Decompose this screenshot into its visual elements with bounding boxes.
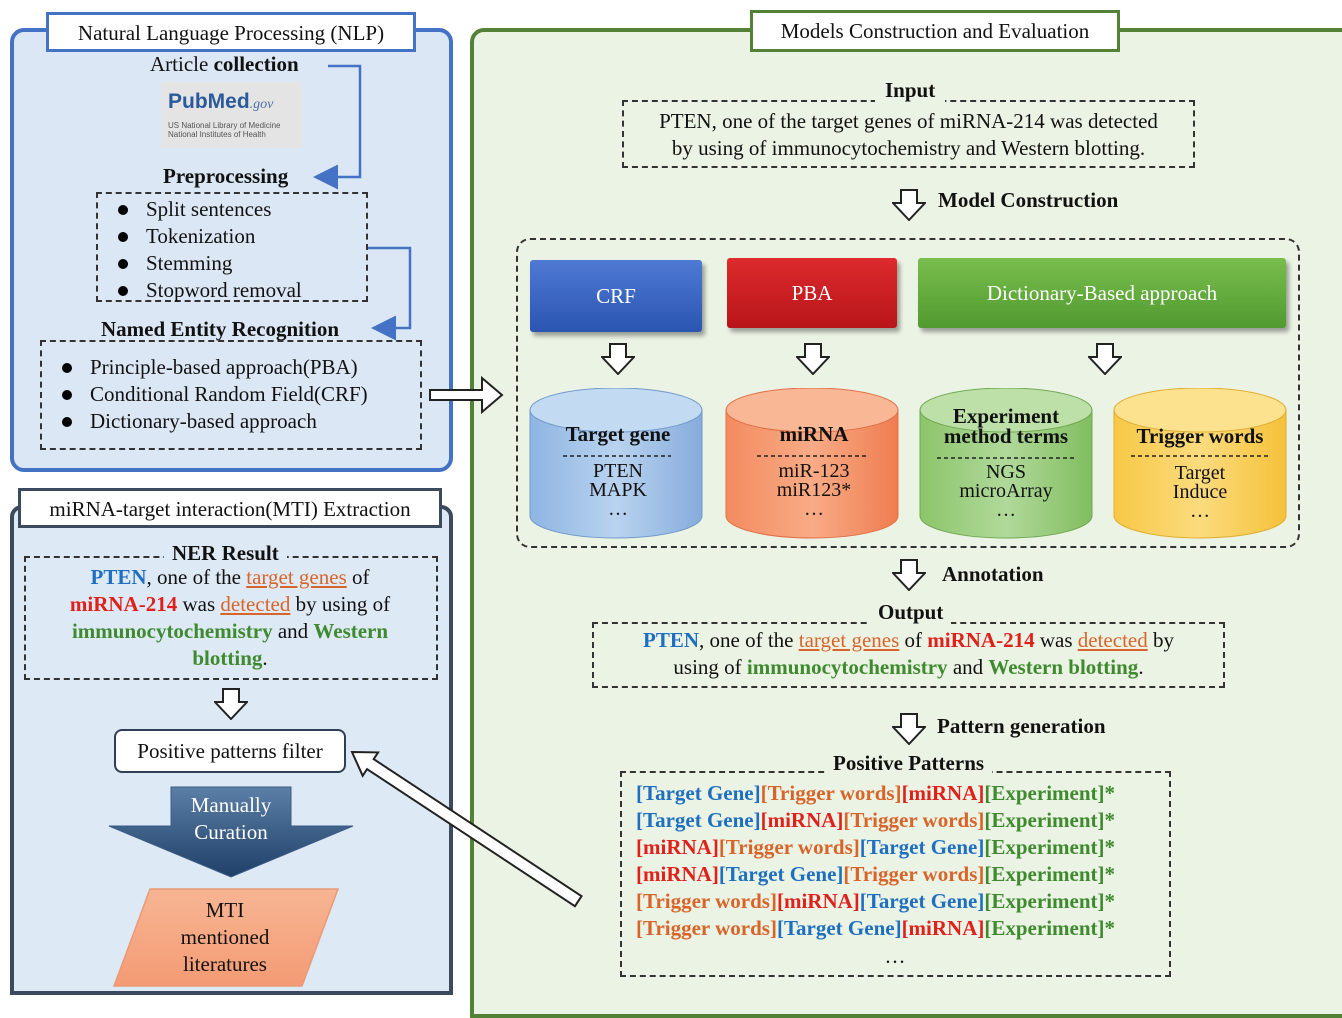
dictionary-button: Dictionary-Based approach — [918, 258, 1286, 328]
ner-methods-list: Principle-based approach(PBA) Conditiona… — [42, 354, 420, 435]
experiment-cylinder — [919, 388, 1093, 539]
connector-arrow — [368, 246, 412, 341]
pattern-row: [Trigger words][miRNA][Target Gene][Expe… — [636, 889, 1116, 913]
model-construction-box — [516, 238, 1300, 548]
right-arrow-icon — [429, 375, 504, 415]
mirna-text: miRNA miR-123 miR123* … — [776, 422, 852, 520]
experiment-text: Experiment method terms NGS microArray … — [943, 404, 1069, 521]
models-title: Models Construction and Evaluation — [750, 10, 1120, 52]
list-item: Tokenization — [98, 223, 366, 250]
output-text: PTEN, one of the target genes of miRNA-2… — [643, 628, 1174, 679]
crf-button: CRF — [530, 260, 702, 332]
input-title: Input — [875, 78, 946, 103]
pattern-row: [Target Gene][Trigger words][miRNA][Expe… — [636, 781, 1116, 805]
pattern-ellipsis: … — [884, 944, 906, 968]
input-text: PTEN, one of the target genes of miRNA-2… — [659, 109, 1158, 160]
curation-arrow — [108, 786, 354, 878]
mti-title: miRNA-target interaction(MTI) Extraction — [18, 488, 442, 528]
target-gene-cylinder — [529, 388, 703, 539]
mti-literatures-label: MTI mentioned literatures — [180, 898, 270, 976]
dictionary-cylinders — [529, 388, 1287, 539]
list-item: Stemming — [98, 250, 366, 277]
pattern-row: [Target Gene][miRNA][Trigger words][Expe… — [636, 808, 1116, 832]
pattern-generation-label: Pattern generation — [937, 714, 1106, 738]
trigger-words-cylinder — [1113, 388, 1287, 539]
pattern-row: [miRNA][Target Gene][Trigger words][Expe… — [636, 862, 1116, 886]
preprocessing-list: Split sentences Tokenization Stemming St… — [98, 196, 366, 304]
ner-result-text: PTEN, one of the target genes of miRNA-2… — [69, 565, 391, 670]
pba-button: PBA — [727, 258, 897, 328]
diagonal-arrow-icon — [350, 750, 583, 908]
preprocessing-title: Preprocessing — [163, 164, 289, 188]
curation-label: Manually Curation — [190, 793, 272, 844]
target-gene-text: Target gene PTEN MAPK … — [565, 422, 671, 520]
list-item: Conditional Random Field(CRF) — [42, 381, 420, 408]
list-item: Dictionary-based approach — [42, 408, 420, 435]
pattern-row: [Trigger words][Target Gene][miRNA][Expe… — [636, 916, 1116, 940]
nlp-connectors — [313, 64, 412, 341]
pattern-list: [Target Gene][Trigger words][miRNA][Expe… — [636, 780, 1115, 942]
positive-patterns-filter: Positive patterns filter — [114, 729, 346, 773]
pattern-row: [miRNA][Trigger words][Target Gene][Expe… — [636, 835, 1116, 859]
ner-result-title: NER Result — [164, 541, 287, 566]
model-construction-label: Model Construction — [938, 188, 1119, 212]
positive-patterns-title: Positive Patterns — [825, 751, 993, 776]
article-collection-label: Article collection — [150, 52, 299, 76]
ner-title: Named Entity Recognition — [101, 317, 339, 341]
mti-literatures-shape — [112, 888, 340, 987]
connector-arrow — [313, 64, 362, 190]
mirna-cylinder — [725, 388, 899, 539]
preprocessing-box: Split sentences Tokenization Stemming St… — [96, 192, 368, 302]
nlp-title: Natural Language Processing (NLP) — [46, 12, 416, 52]
list-item: Stopword removal — [98, 277, 366, 304]
output-title: Output — [870, 600, 952, 625]
annotation-label: Annotation — [942, 562, 1044, 586]
trigger-words-text: Trigger words Target Induce … — [1136, 424, 1264, 522]
pubmed-logo: PubMed.gov US National Library of Medici… — [161, 82, 302, 148]
ner-methods-box: Principle-based approach(PBA) Conditiona… — [40, 340, 422, 450]
list-item: Split sentences — [98, 196, 366, 223]
list-item: Principle-based approach(PBA) — [42, 354, 420, 381]
